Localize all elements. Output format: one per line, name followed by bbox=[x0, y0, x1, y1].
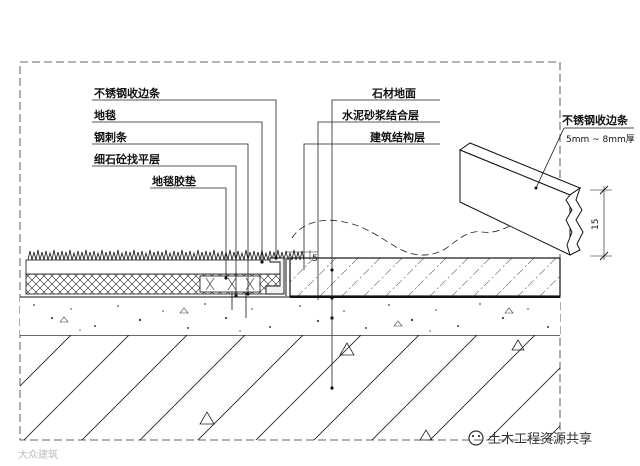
aggregate-triangle bbox=[511, 339, 525, 351]
label-carpet-underlay: 地毯胶垫 bbox=[152, 174, 196, 188]
label-screed-layer: 细石砼找平层 bbox=[94, 152, 160, 166]
edge-strip-detail: 15 bbox=[458, 127, 634, 261]
strip-height-dim: 15 bbox=[591, 219, 601, 230]
label-detail-thickness: 5mm ~ 8mm厚 bbox=[566, 134, 635, 145]
watermark-right: 土木工程资源共享 bbox=[468, 430, 592, 447]
watermark-right-text: 土木工程资源共享 bbox=[488, 431, 592, 447]
leader-dots bbox=[224, 256, 278, 298]
mortar-bond-layer bbox=[290, 296, 560, 298]
aggregate-triangle bbox=[339, 342, 355, 356]
carpet-side bbox=[25, 249, 305, 318]
wechat-icon bbox=[468, 430, 484, 446]
label-stainless-strip: 不锈钢收边条 bbox=[94, 86, 161, 100]
watermark-left: 大众建筑 bbox=[18, 448, 58, 461]
carpet-pile bbox=[27, 249, 305, 261]
label-detail-strip: 不锈钢收边条 bbox=[562, 113, 629, 127]
label-stone-floor: 石材地面 bbox=[371, 86, 416, 100]
watermark-left-text: 大众建筑 bbox=[18, 448, 58, 461]
nail-strip-block bbox=[199, 275, 261, 293]
joint-dim-label: 5 bbox=[312, 254, 318, 264]
strip-broken-end bbox=[565, 186, 584, 256]
label-carpet: 地毯 bbox=[94, 108, 116, 122]
label-structure-layer: 建筑结构层 bbox=[370, 130, 425, 144]
label-nail-strip: 钢刺条 bbox=[94, 130, 128, 144]
structure-slab bbox=[20, 334, 560, 441]
left-leaders bbox=[92, 99, 277, 296]
aggregate-triangle bbox=[419, 429, 433, 441]
detail-callout-curve bbox=[291, 219, 515, 256]
screed-layer bbox=[20, 296, 560, 335]
right-leaders bbox=[303, 99, 440, 390]
stone-slab bbox=[289, 257, 561, 297]
joint-dimension: 5 bbox=[286, 250, 318, 264]
carpet-layer bbox=[25, 259, 285, 275]
label-mortar-bond-layer: 水泥砂浆结合层 bbox=[342, 108, 419, 122]
stone-side bbox=[285, 257, 561, 298]
aggregate-triangle bbox=[199, 411, 215, 425]
stainless-edge-strip bbox=[265, 257, 285, 295]
